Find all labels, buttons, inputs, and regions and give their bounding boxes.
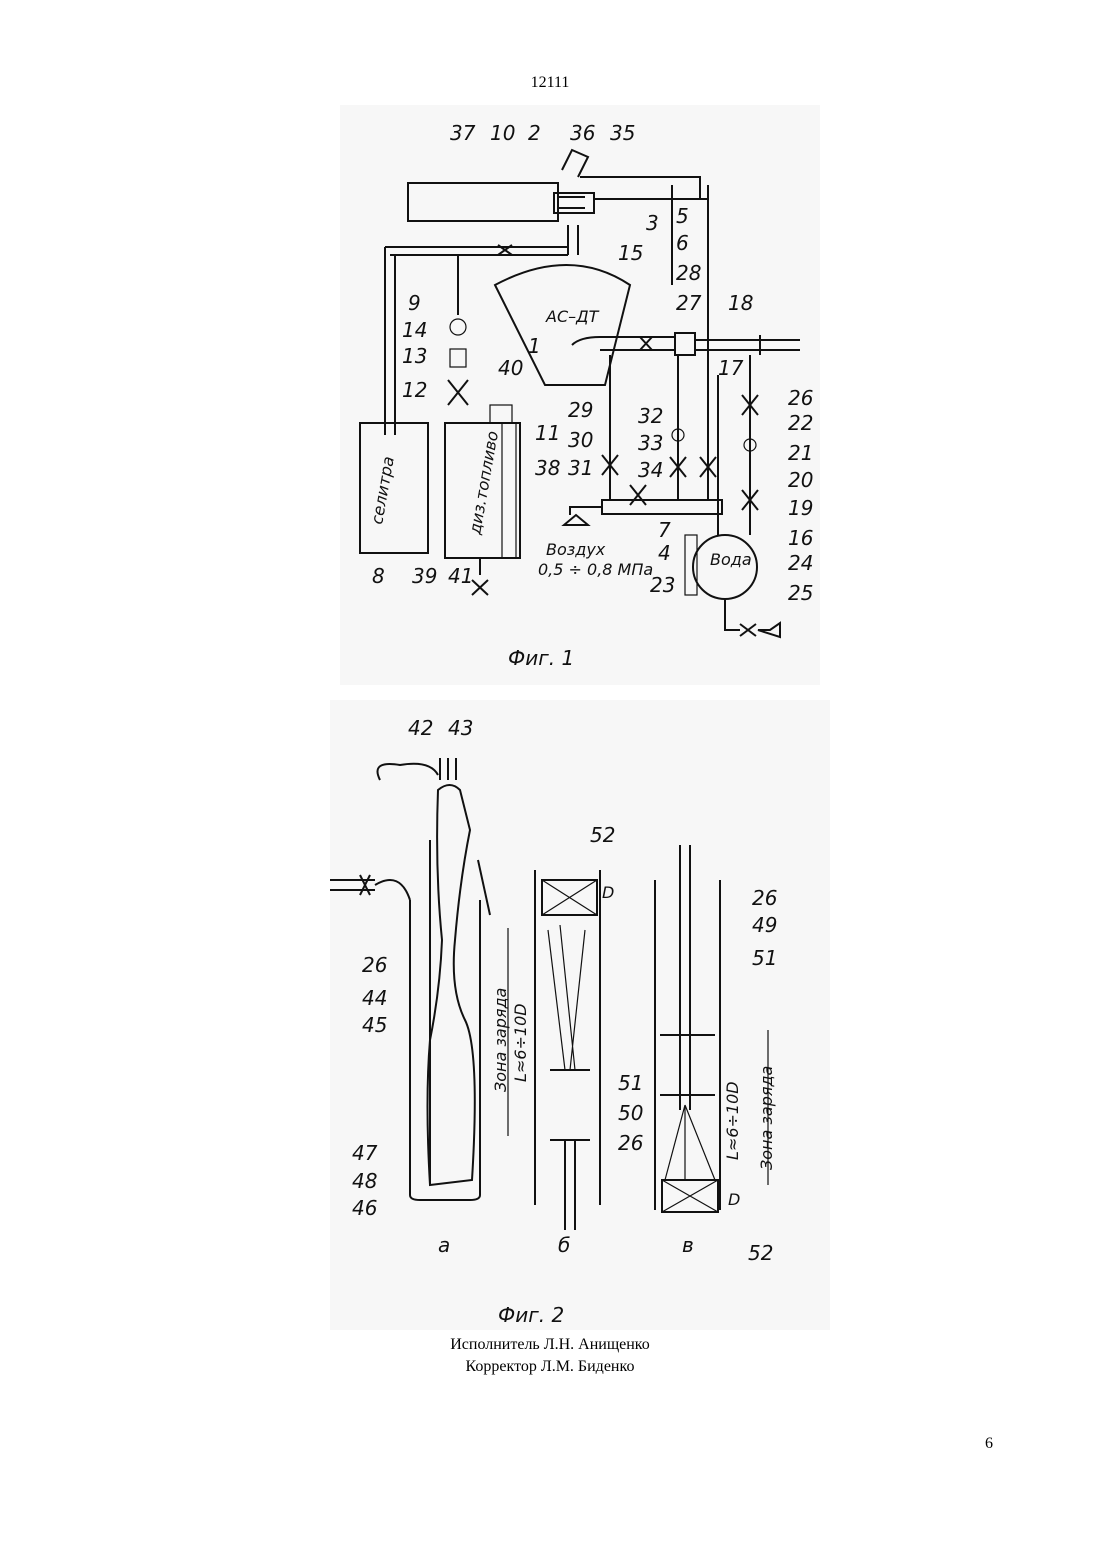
charge-length-label-c: L≈6÷10D (723, 1081, 742, 1160)
label-31: 31 (568, 456, 593, 480)
label-51b: 51 (618, 1071, 643, 1095)
label-20: 20 (788, 468, 813, 492)
label-5: 5 (676, 204, 689, 228)
label-45: 45 (362, 1013, 387, 1037)
subfigure-a-label: а (438, 1233, 450, 1257)
air-label: Воздух (546, 540, 606, 559)
label-49: 49 (752, 913, 777, 937)
label-24: 24 (788, 551, 813, 575)
figure-1-diagram: АС–ДТ селитра диз.топливо Воздух 0,5 ÷ (340, 105, 820, 685)
label-12: 12 (402, 378, 427, 402)
label-7: 7 (658, 518, 671, 542)
label-40: 40 (498, 356, 523, 380)
water-label: Вода (710, 550, 752, 569)
label-19: 19 (788, 496, 813, 520)
charge-zone-label-c: Зона заряда (757, 1066, 776, 1170)
label-52c: 52 (748, 1241, 773, 1265)
label-39: 39 (412, 564, 437, 588)
charge-length-label-b: L≈6÷10D (511, 1003, 530, 1082)
page-number: 6 (985, 1435, 993, 1453)
label-26a: 26 (362, 953, 387, 977)
label-26c: 26 (752, 886, 777, 910)
label-51c: 51 (752, 946, 777, 970)
figure-1-caption: Фиг. 1 (508, 646, 574, 670)
label-37: 37 (450, 121, 476, 145)
label-44: 44 (362, 986, 387, 1010)
label-23: 23 (650, 573, 675, 597)
label-9: 9 (408, 291, 421, 315)
label-3: 3 (646, 211, 659, 235)
label-52b: 52 (590, 823, 615, 847)
label-33: 33 (638, 431, 663, 455)
label-30: 30 (568, 428, 593, 452)
label-50: 50 (618, 1101, 643, 1125)
label-28: 28 (676, 261, 701, 285)
label-22: 22 (788, 411, 813, 435)
label-4: 4 (658, 541, 671, 565)
figure-2-diagram: 42 43 26 44 45 47 48 46 52 D 51 50 26 26… (330, 700, 830, 1330)
label-6: 6 (676, 231, 689, 255)
corrector-line: Корректор Л.М. Биденко (0, 1356, 1100, 1378)
label-17: 17 (718, 356, 744, 380)
label-47: 47 (352, 1141, 378, 1165)
label-38: 38 (535, 456, 560, 480)
charge-zone-label-b: Зона заряда (491, 988, 510, 1092)
label-46: 46 (352, 1196, 377, 1220)
label-42: 42 (408, 716, 433, 740)
label-27: 27 (676, 291, 702, 315)
air-pressure-label: 0,5 ÷ 0,8 МПа (538, 560, 653, 579)
document-number: 12111 (0, 74, 1100, 92)
label-29: 29 (568, 398, 593, 422)
label-34: 34 (638, 458, 663, 482)
label-21: 21 (788, 441, 813, 465)
credits: Исполнитель Л.Н. Анищенко Корректор Л.М.… (0, 1334, 1100, 1378)
label-18: 18 (728, 291, 753, 315)
vessel-label: АС–ДТ (545, 307, 600, 326)
label-14: 14 (402, 318, 427, 342)
figure-2-caption: Фиг. 2 (498, 1303, 564, 1327)
label-36: 36 (570, 121, 595, 145)
label-48: 48 (352, 1169, 377, 1193)
label-8: 8 (372, 564, 385, 588)
label-D-c: D (728, 1190, 740, 1209)
label-26b: 26 (618, 1131, 643, 1155)
label-25: 25 (788, 581, 813, 605)
label-43: 43 (448, 716, 473, 740)
subfigure-b-label: б (558, 1233, 570, 1257)
subfigure-c-label: в (682, 1233, 694, 1257)
label-10: 10 (490, 121, 515, 145)
label-16: 16 (788, 526, 813, 550)
label-41: 41 (448, 564, 473, 588)
label-13: 13 (402, 344, 427, 368)
label-2: 2 (528, 121, 541, 145)
label-15: 15 (618, 241, 643, 265)
label-1: 1 (528, 334, 541, 358)
label-26: 26 (788, 386, 813, 410)
label-35: 35 (610, 121, 635, 145)
label-11: 11 (535, 421, 560, 445)
executor-line: Исполнитель Л.Н. Анищенко (0, 1334, 1100, 1356)
label-D-b: D (602, 883, 614, 902)
label-32: 32 (638, 404, 663, 428)
